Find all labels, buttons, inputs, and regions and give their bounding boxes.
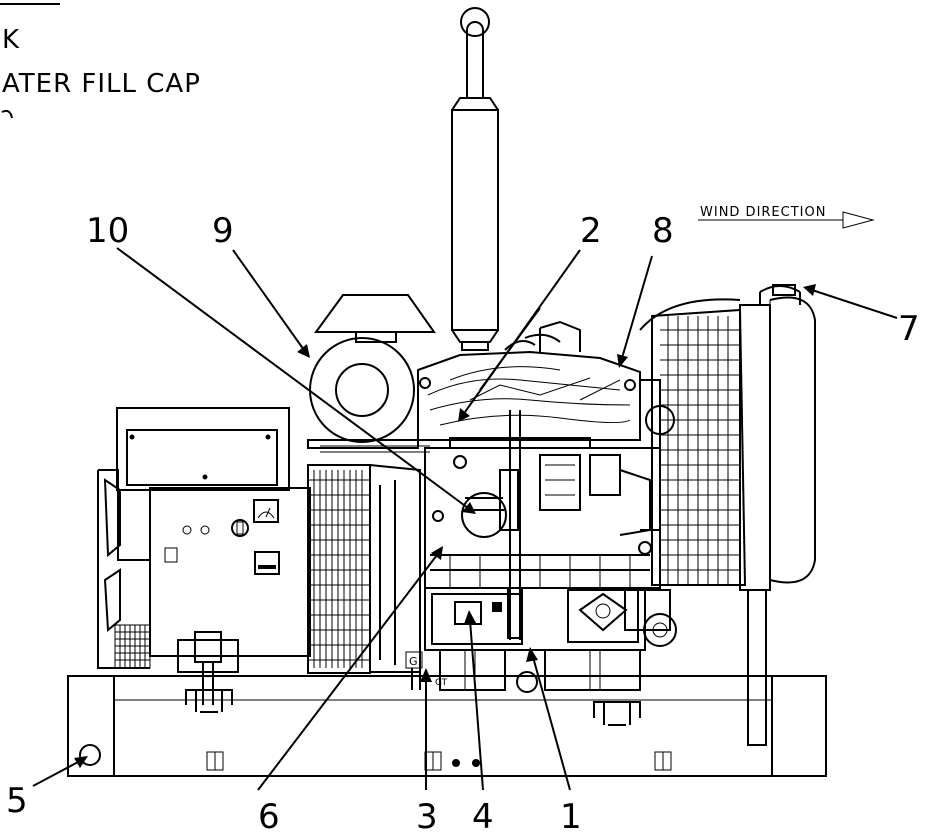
gt-mark: GT — [435, 678, 448, 688]
oil-pan — [424, 587, 646, 651]
callout-4: 4 — [472, 797, 494, 835]
engine-foot — [593, 701, 641, 726]
base-left-block — [67, 675, 115, 777]
callout-7: 7 — [898, 309, 920, 349]
hour-meter-icon — [254, 551, 280, 575]
legend-line-2: ATER FILL CAP — [2, 69, 201, 99]
callout-3: 3 — [416, 797, 438, 835]
radiator-core — [651, 308, 747, 586]
callout-leaders — [32, 247, 898, 791]
base-right-block — [771, 675, 827, 777]
legend-line-1: K — [2, 25, 20, 55]
radiator-header-tank — [769, 296, 816, 584]
leader-9 — [232, 249, 305, 351]
cylinder-head — [417, 350, 641, 441]
leader-1 — [532, 656, 571, 791]
wind-direction-label: WIND DIRECTION — [700, 205, 826, 220]
water-pump — [624, 589, 671, 631]
alternator-foot — [185, 689, 233, 713]
control-panel — [149, 487, 311, 657]
leader-8 — [621, 255, 653, 359]
fan-guard — [307, 464, 371, 674]
radiator-stand — [747, 590, 767, 746]
alternator — [97, 407, 311, 705]
callout-9: 9 — [212, 211, 234, 251]
exhaust-pipe — [466, 30, 484, 98]
leader-5 — [32, 760, 81, 787]
fan-housing — [307, 445, 430, 674]
panel-gauge-icon — [253, 499, 279, 523]
engine-block — [424, 447, 661, 589]
control-box-top — [116, 407, 290, 491]
wind-direction-indicator: WIND DIRECTION — [698, 205, 875, 229]
leader-7 — [811, 289, 898, 319]
air-filter — [307, 294, 436, 449]
callout-5: 5 — [6, 781, 28, 821]
panel-switch-icon — [231, 519, 249, 537]
callout-1: 1 — [560, 797, 582, 835]
callout-2: 2 — [580, 211, 602, 251]
g-mark: G — [409, 655, 418, 668]
radiator — [624, 284, 816, 746]
legend: K ATER FILL CAP — [0, 3, 201, 119]
bell-housing — [369, 464, 421, 673]
callout-10: 10 — [86, 211, 129, 251]
air-filter-body — [309, 337, 415, 443]
air-filter-cap — [314, 294, 436, 333]
exhaust-muffler — [451, 7, 499, 351]
legend-line-3-fragment — [1, 109, 13, 119]
leader-6 — [257, 554, 438, 791]
callout-8: 8 — [652, 211, 674, 251]
dipstick-tube — [509, 410, 521, 640]
oil-filter — [461, 492, 507, 538]
muffler-body — [451, 109, 499, 331]
callout-numbers: 10 9 2 8 7 5 6 3 4 1 — [6, 211, 920, 835]
leader-10 — [116, 247, 469, 509]
oil-drain-plug — [454, 601, 482, 625]
wind-arrow-icon — [842, 211, 875, 229]
callout-6: 6 — [258, 797, 280, 835]
engine: G GT — [405, 320, 661, 693]
leader-4 — [469, 619, 484, 791]
